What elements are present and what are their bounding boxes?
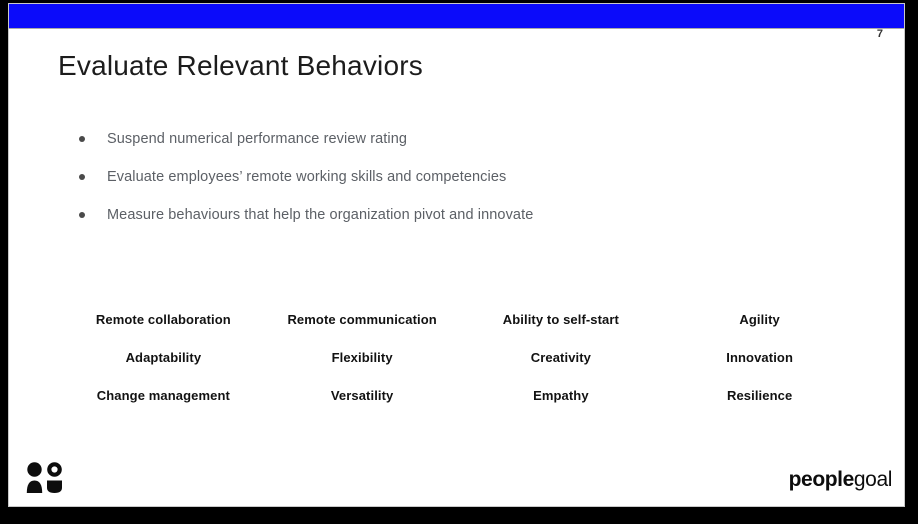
behaviors-grid: Remote collaboration Remote communicatio… — [64, 312, 859, 403]
behavior-label: Innovation — [726, 350, 793, 365]
bullet-text: Evaluate employees’ remote working skill… — [107, 169, 507, 185]
bullet-item: Suspend numerical performance review rat… — [73, 132, 533, 147]
bullet-text: Suspend numerical performance review rat… — [107, 131, 408, 147]
behavior-label: Remote collaboration — [95, 312, 231, 327]
bullet-item: Measure behaviours that help the organiz… — [73, 208, 533, 223]
behavior-label: Remote communication — [287, 312, 437, 327]
bullet-dot-icon — [79, 136, 85, 142]
slide-canvas: 7 Evaluate Relevant Behaviors Suspend nu… — [8, 3, 905, 507]
bullet-text: Measure behaviours that help the organiz… — [107, 207, 534, 223]
slide-title: Evaluate Relevant Behaviors — [58, 50, 423, 81]
behavior-label: Versatility — [330, 388, 394, 403]
bullet-item: Evaluate employees’ remote working skill… — [73, 170, 533, 185]
behavior-label: Empathy — [533, 388, 589, 403]
behavior-label: Agility — [739, 312, 780, 327]
peoplegoal-logo: peoplegoal — [788, 468, 893, 492]
page-number: 7 — [876, 28, 883, 40]
behavior-label: Adaptability — [125, 350, 202, 365]
bullet-list: Suspend numerical performance review rat… — [73, 132, 533, 246]
behavior-label: Creativity — [530, 350, 591, 365]
bullet-dot-icon — [79, 174, 85, 180]
brand-light-text: goal — [853, 468, 893, 491]
behavior-label: Change management — [96, 388, 230, 403]
behavior-label: Flexibility — [331, 350, 393, 365]
top-accent-bar — [9, 4, 904, 29]
bullet-dot-icon — [79, 212, 85, 218]
brand-bold-text: people — [788, 468, 855, 491]
behavior-label: Resilience — [726, 388, 793, 403]
people-icon — [26, 462, 62, 493]
behavior-label: Ability to self-start — [502, 312, 619, 327]
